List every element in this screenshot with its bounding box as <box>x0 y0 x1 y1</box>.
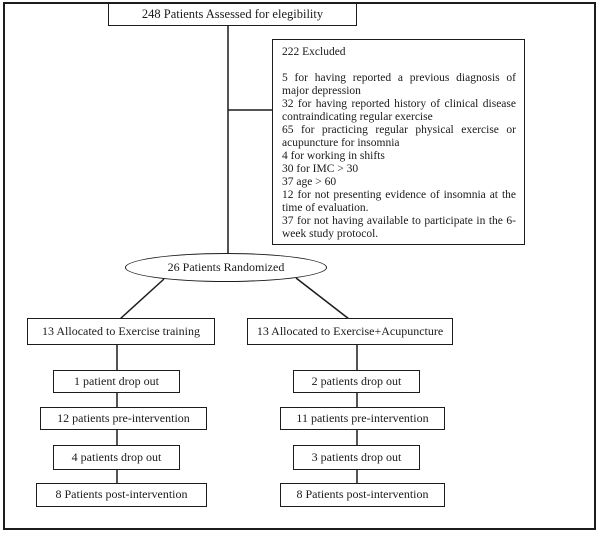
left-pre-intervention-box: 12 patients pre-intervention <box>40 407 207 430</box>
excluded-reason: 65 for practicing regular physical exerc… <box>282 124 516 149</box>
excluded-reason: 37 age > 60 <box>282 176 337 188</box>
right-dropout-2-box: 3 patients drop out <box>293 445 420 470</box>
right-pre-intervention-label: 11 patients pre-intervention <box>296 410 429 425</box>
excluded-reason: 5 for having reported a previous diagnos… <box>282 72 516 97</box>
excluded-reason: 37 for not having available to participa… <box>282 215 516 240</box>
right-allocation-box: 13 Allocated to Exercise+Acupuncture <box>247 318 453 345</box>
randomized-label: 26 Patients Randomized <box>167 260 285 274</box>
left-dropout-1-label: 1 patient drop out <box>74 373 159 388</box>
right-dropout-1-label: 2 patients drop out <box>311 373 402 388</box>
left-post-intervention-box: 8 Patients post-intervention <box>36 483 207 507</box>
left-dropout-1-box: 1 patient drop out <box>53 370 180 393</box>
left-pre-intervention-label: 12 patients pre-intervention <box>57 410 190 425</box>
excluded-box: 222 Excluded 5 for having reported a pre… <box>272 39 525 245</box>
excluded-reason: 30 for IMC > 30 <box>282 163 359 175</box>
left-post-intervention-label: 8 Patients post-intervention <box>55 487 188 502</box>
connector-randomized-to-left-arm <box>119 278 165 320</box>
left-allocation-label: 13 Allocated to Exercise training <box>42 323 200 338</box>
left-dropout-2-label: 4 patients drop out <box>71 449 162 464</box>
excluded-reason: 32 for having reported history of clinic… <box>282 98 516 123</box>
right-post-intervention-box: 8 Patients post-intervention <box>280 483 445 507</box>
connector-randomized-to-right-arm <box>295 277 350 320</box>
assessed-label: 248 Patients Assessed for elegibility <box>141 6 324 21</box>
right-pre-intervention-box: 11 patients pre-intervention <box>280 407 445 430</box>
right-dropout-2-label: 3 patients drop out <box>311 449 402 464</box>
left-allocation-box: 13 Allocated to Exercise training <box>27 318 215 345</box>
excluded-reason: 4 for working in shifts <box>282 150 385 162</box>
excluded-reason: 12 for not presenting evidence of insomn… <box>282 189 516 214</box>
right-post-intervention-label: 8 Patients post-intervention <box>296 487 429 502</box>
excluded-title: 222 Excluded <box>282 46 346 58</box>
randomized-ellipse: 26 Patients Randomized <box>125 253 327 282</box>
right-dropout-1-box: 2 patients drop out <box>293 370 420 393</box>
assessed-box: 248 Patients Assessed for elegibility <box>108 3 357 26</box>
right-allocation-label: 13 Allocated to Exercise+Acupuncture <box>256 323 444 338</box>
left-dropout-2-box: 4 patients drop out <box>53 445 180 470</box>
